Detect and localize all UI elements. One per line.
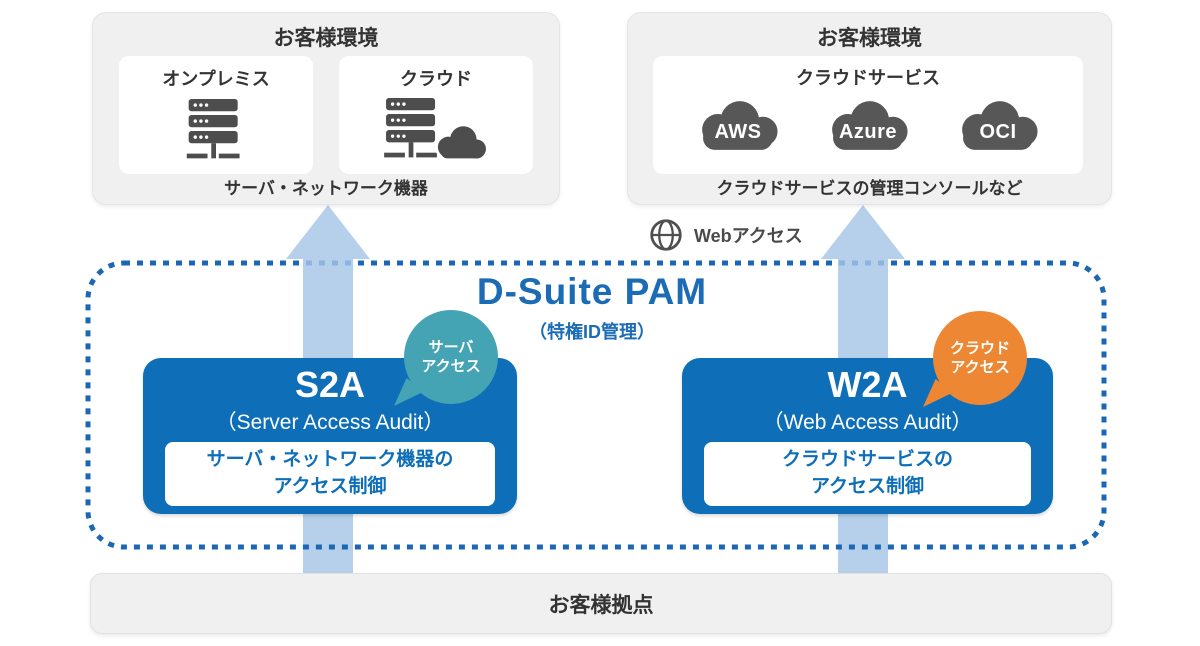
cloud-icon	[702, 101, 778, 150]
env-left-caption: サーバ・ネットワーク機器	[224, 179, 428, 198]
server-access-badge-line1: サーバ	[428, 338, 474, 356]
cloud-server-card-title: クラウド	[400, 69, 472, 89]
s2a-name: S2A	[294, 364, 366, 405]
connector-band-left	[303, 512, 353, 574]
server-access-badge: サーバ アクセス	[394, 310, 498, 406]
cloud-server-card: クラウド	[339, 56, 533, 174]
s2a-description-line2: アクセス制御	[273, 475, 387, 497]
cloud-service-card: クラウドサービス AWS	[653, 56, 1083, 174]
up-arrow-left	[286, 205, 370, 367]
cloud-providers-row: AWS Azure	[653, 98, 1083, 154]
pam-title: D-Suite PAM	[476, 271, 708, 312]
pam-dashed-border	[85, 260, 1107, 550]
onprem-card-title: オンプレミス	[162, 69, 270, 89]
connector-band-right	[838, 512, 888, 574]
cloud-access-badge-line1: クラウド	[949, 339, 1010, 357]
cloud-service-card-title: クラウドサービス	[796, 68, 940, 88]
pam-subtitle: （特権ID管理）	[529, 322, 655, 342]
server-icon	[183, 98, 249, 169]
globe-icon	[650, 219, 682, 251]
web-access-label: Webアクセス	[694, 226, 803, 246]
env-left-title: お客様環境	[273, 27, 379, 50]
env-right-caption: クラウドサービスの管理コンソールなど	[716, 179, 1023, 198]
oci-label: OCI	[979, 121, 1017, 143]
pam-heading: D-Suite PAM （特権ID管理）	[342, 271, 842, 344]
customer-site-bar: お客様拠点	[90, 573, 1112, 634]
aws-cloud: AWS	[692, 98, 784, 154]
w2a-subname: （Web Access Audit）	[762, 410, 973, 434]
w2a-description: クラウドサービスの アクセス制御	[704, 441, 1031, 506]
azure-label: Azure	[838, 121, 898, 143]
up-arrow-right	[821, 205, 905, 367]
w2a-name: W2A	[827, 364, 908, 405]
w2a-description-line1: クラウドサービスの	[781, 448, 953, 470]
aws-label: AWS	[714, 121, 762, 143]
oci-cloud: OCI	[952, 98, 1044, 154]
server-access-badge-line2: アクセス	[421, 358, 481, 375]
s2a-subname: （Server Access Audit）	[215, 410, 445, 434]
env-right-title: お客様環境	[817, 27, 922, 50]
s2a-description-line1: サーバ・ネットワーク機器の	[206, 448, 454, 470]
customer-env-panel-right: お客様環境 クラウドサービス AWS	[627, 12, 1112, 205]
cloud-access-badge: クラウド アクセス	[923, 311, 1027, 407]
cloud-access-badge-line2: アクセス	[950, 359, 1010, 376]
server-cloud-icon	[380, 98, 492, 169]
web-access-annotation: Webアクセス	[648, 217, 803, 253]
w2a-product-box: W2A （Web Access Audit） クラウドサービスの アクセス制御	[682, 358, 1053, 514]
azure-cloud: Azure	[822, 98, 914, 154]
onprem-card: オンプレミス	[119, 56, 313, 174]
customer-env-panel-left: お客様環境 オンプレミス	[92, 12, 560, 205]
s2a-product-box: S2A （Server Access Audit） サーバ・ネットワーク機器の …	[143, 358, 517, 514]
env-left-cards: オンプレミス	[119, 56, 533, 174]
cloud-icon	[832, 101, 908, 150]
cloud-icon	[962, 101, 1038, 150]
customer-site-label: お客様拠点	[548, 593, 654, 617]
s2a-description: サーバ・ネットワーク機器の アクセス制御	[165, 441, 495, 506]
w2a-description-line2: アクセス制御	[810, 475, 925, 497]
